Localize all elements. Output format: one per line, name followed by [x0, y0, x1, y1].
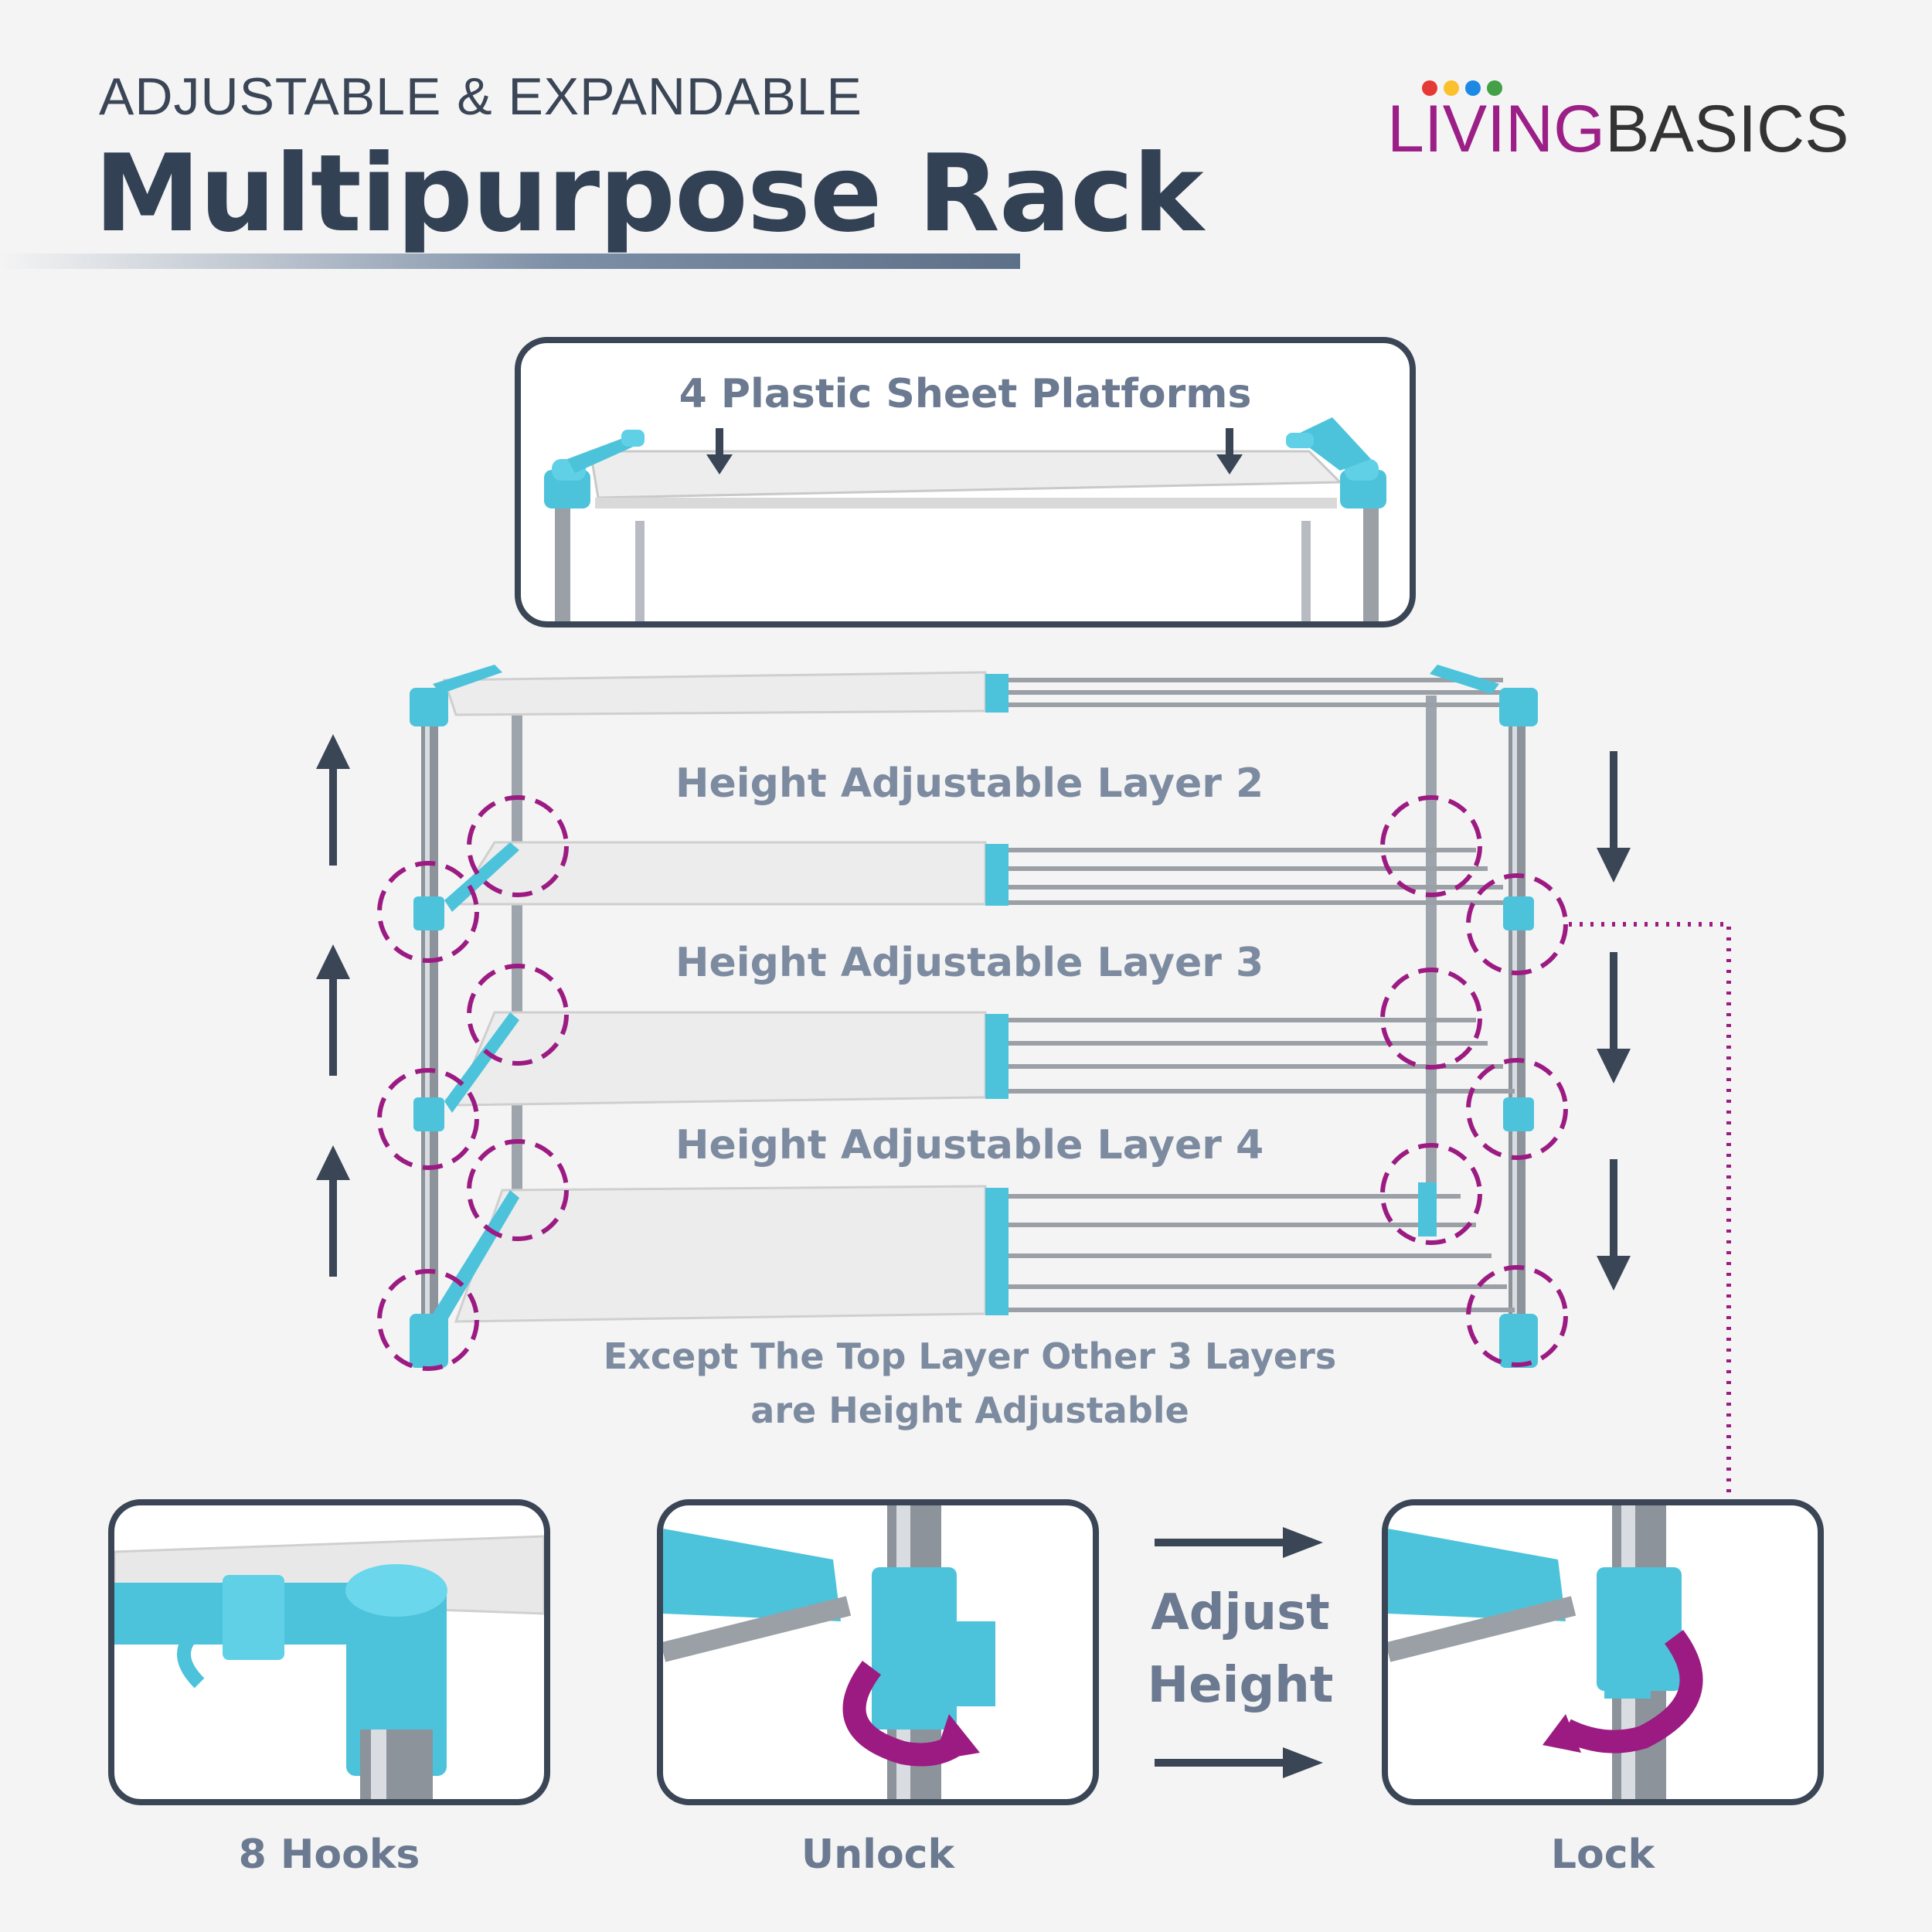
- hook-highlight: [1380, 795, 1482, 897]
- unlock-label: Unlock: [801, 1832, 955, 1878]
- hook-highlight: [467, 1139, 569, 1241]
- hook-highlight: [1466, 1265, 1568, 1367]
- layer-4-label: Height Adjustable Layer 4: [675, 1122, 1264, 1168]
- hook-highlight: [377, 1068, 479, 1170]
- note-line-2: are Height Adjustable: [750, 1389, 1189, 1431]
- subtitle: ADJUSTABLE & EXPANDABLE: [99, 67, 862, 126]
- hooks-panel: [108, 1499, 550, 1805]
- down-arrow: [1610, 952, 1617, 1053]
- down-arrow: [1610, 1159, 1617, 1260]
- logo-dot-blue: [1465, 80, 1481, 96]
- lock-label: Lock: [1550, 1832, 1655, 1878]
- unlock-panel: [657, 1499, 1099, 1805]
- page-title: Multipurpose Rack: [94, 131, 1204, 256]
- hook-highlight: [1380, 968, 1482, 1070]
- logo-wordmark: LIVINGBASICS: [1387, 91, 1849, 168]
- hook-highlight: [1380, 1143, 1482, 1245]
- up-arrow: [329, 765, 337, 866]
- hooks-label: 8 Hooks: [238, 1832, 420, 1878]
- logo-living: LIVING: [1387, 92, 1605, 166]
- right-arrow-bottom: [1155, 1759, 1290, 1767]
- layer-2-label: Height Adjustable Layer 2: [675, 760, 1264, 807]
- hook-illustration: [114, 1535, 544, 1799]
- note-line-1: Except The Top Layer Other 3 Layers: [603, 1335, 1337, 1377]
- down-arrow: [1610, 751, 1617, 852]
- lock-illustration: [1388, 1505, 1703, 1799]
- up-arrow: [329, 975, 337, 1076]
- hook-highlight: [377, 1269, 479, 1371]
- hook-highlight: [1466, 1058, 1568, 1160]
- top-platform-panel: 4 Plastic Sheet Platforms: [515, 337, 1416, 628]
- right-arrow-top: [1155, 1539, 1290, 1546]
- adjust-line-1: Adjust: [1151, 1584, 1330, 1641]
- logo-basics: BASICS: [1604, 92, 1849, 166]
- hook-highlight: [377, 861, 479, 963]
- layer-3-label: Height Adjustable Layer 3: [675, 940, 1264, 986]
- logo-dot-red: [1422, 80, 1437, 96]
- title-underline: [0, 253, 1020, 269]
- logo-dot-yellow: [1444, 80, 1459, 96]
- adjustable-note: Except The Top Layer Other 3 Layers are …: [572, 1329, 1368, 1437]
- hook-highlight: [467, 795, 569, 897]
- lock-panel: [1382, 1499, 1824, 1805]
- platforms-label: 4 Plastic Sheet Platforms: [679, 371, 1252, 417]
- hook-highlight: [1466, 873, 1568, 975]
- adjust-height-label: Adjust Height: [1144, 1577, 1337, 1722]
- adjust-line-2: Height: [1147, 1657, 1334, 1714]
- up-arrow: [329, 1176, 337, 1277]
- logo-dot-green: [1487, 80, 1502, 96]
- hook-highlight: [467, 964, 569, 1066]
- unlock-illustration: [663, 1505, 995, 1799]
- top-platform-illustration: [544, 417, 1386, 621]
